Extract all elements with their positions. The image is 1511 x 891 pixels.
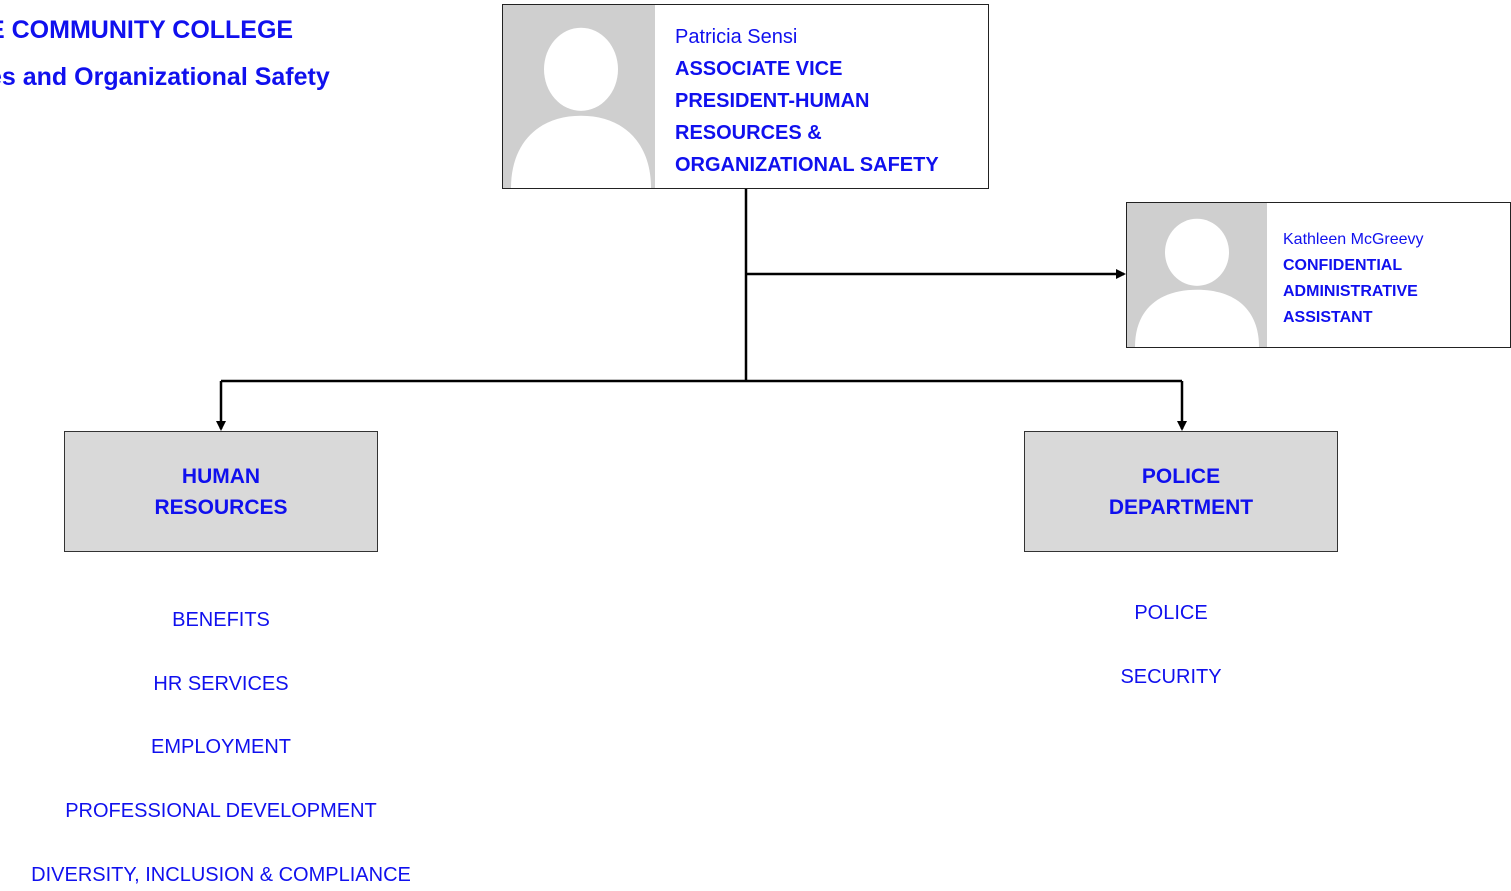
avatar [503,5,655,188]
vp-title-line: RESOURCES & [675,122,822,144]
person-silhouette-icon [1135,218,1259,347]
hr-unit-item: DIVERSITY, INCLUSION & COMPLIANCE [31,864,411,886]
avatar [1127,203,1267,347]
vp-title-line: ASSOCIATE VICE [675,58,843,80]
assistant-title-line: ASSISTANT [1283,309,1373,326]
hr-unit-item: PROFESSIONAL DEVELOPMENT [65,800,377,822]
assistant-title-line: ADMINISTRATIVE [1283,283,1418,300]
dept-label-line: HUMAN [181,464,261,488]
assistant-card[interactable]: Kathleen McGreevy CONFIDENTIAL ADMINISTR… [1126,202,1511,348]
assistant-title-line: CONFIDENTIAL [1283,257,1403,274]
vp-card[interactable]: Patricia Sensi ASSOCIATE VICE PRESIDENT-… [502,4,989,189]
vp-title-line: PRESIDENT-HUMAN [675,90,870,112]
person-silhouette-icon [511,27,651,188]
dept-label-line: POLICE [1141,464,1221,488]
dept-human-resources[interactable]: HUMAN RESOURCES [64,431,378,552]
assistant-info: Kathleen McGreevy CONFIDENTIAL ADMINISTR… [1283,227,1503,347]
org-title: E COMMUNITY COLLEGE [0,16,294,44]
hr-unit-item: HR SERVICES [153,673,289,695]
vp-title-line: ORGANIZATIONAL SAFETY [675,154,939,176]
hr-unit-item: BENEFITS [172,609,270,631]
vp-info: Patricia Sensi ASSOCIATE VICE PRESIDENT-… [675,21,975,188]
vp-name: Patricia Sensi [675,26,798,48]
org-subtitle: es and Organizational Safety [0,63,330,91]
police-unit-item: SECURITY [1120,666,1222,688]
hr-unit-item: EMPLOYMENT [150,736,292,758]
police-unit-item: POLICE [1134,602,1208,624]
assistant-name: Kathleen McGreevy [1283,231,1424,248]
dept-police-department[interactable]: POLICE DEPARTMENT [1024,431,1338,552]
dept-label-line: DEPARTMENT [1108,495,1254,519]
dept-label-line: RESOURCES [154,495,288,519]
